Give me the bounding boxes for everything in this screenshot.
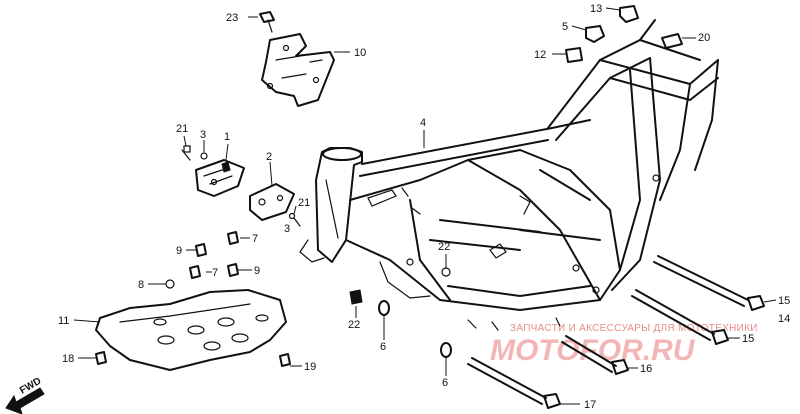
callout-15a: 15	[778, 295, 790, 307]
callout-19: 19	[304, 361, 316, 373]
callout-10: 10	[354, 47, 366, 59]
long-bolts	[467, 255, 765, 409]
callout-5: 5	[562, 21, 568, 33]
callout-21a: 21	[176, 123, 188, 135]
rubber-12	[565, 47, 583, 63]
callout-22b: 22	[348, 319, 360, 331]
callout-4: 4	[420, 117, 426, 129]
cap-13	[619, 5, 639, 23]
callout-9b: 9	[254, 265, 260, 277]
callout-8: 8	[138, 279, 144, 291]
top-mount-parts	[565, 5, 683, 63]
callout-2: 2	[266, 151, 272, 163]
callout-12: 12	[534, 49, 546, 61]
bracket-2	[249, 183, 295, 221]
bracket-1	[195, 159, 245, 197]
callout-14: 14	[778, 313, 790, 325]
leader-lines	[73, 7, 777, 405]
callout-6b: 6	[442, 377, 448, 389]
small-fasteners	[95, 145, 452, 367]
callout-7a: 7	[252, 233, 258, 245]
bolt-23	[259, 11, 275, 33]
callout-16: 16	[640, 363, 652, 375]
callout-7b: 7	[212, 267, 218, 279]
skid-plate	[95, 289, 287, 371]
bracket-5	[585, 25, 605, 43]
callout-22a: 22	[438, 241, 450, 253]
callout-11: 11	[58, 315, 69, 327]
callout-3a: 3	[200, 129, 206, 141]
callout-15b: 15	[742, 333, 754, 345]
callout-18: 18	[62, 353, 74, 365]
callout-21b: 21	[298, 197, 310, 209]
watermark-site: MOTOFOR.RU	[490, 334, 696, 367]
fwd-arrow: FWD	[5, 376, 45, 414]
callout-labels: 23 10 13 5 20 12 4 21 3 1 2 21 3 7 9 7 8…	[58, 3, 790, 411]
main-frame	[299, 19, 719, 331]
watermark-tagline: ЗАПЧАСТИ И АКСЕССУАРЫ ДЛЯ МОТОТЕХНИКИ	[510, 323, 758, 334]
callout-6a: 6	[380, 341, 386, 353]
callout-1: 1	[224, 131, 230, 143]
callout-23: 23	[226, 12, 238, 24]
callout-13: 13	[590, 3, 602, 15]
arrow-icon	[5, 387, 45, 414]
callout-9a: 9	[176, 245, 182, 257]
callout-20: 20	[698, 32, 710, 44]
callout-3b: 3	[284, 223, 290, 235]
engine-hanger-upper	[261, 33, 335, 107]
callout-17: 17	[584, 399, 596, 411]
bolt-20	[661, 33, 683, 49]
